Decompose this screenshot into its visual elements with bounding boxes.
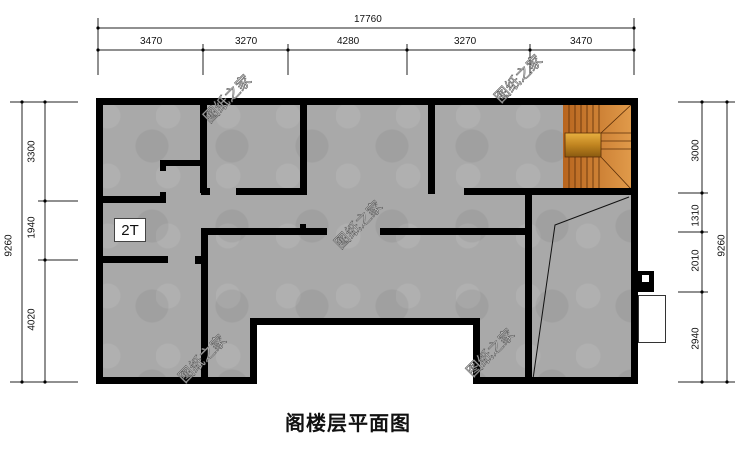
room-label-2t: 2T	[114, 218, 146, 242]
dim-right-seg-1: 3000	[690, 139, 702, 162]
staircase	[563, 105, 631, 189]
wall-h-left-2	[103, 256, 168, 263]
wall-v2-upper	[300, 98, 307, 195]
dim-top-seg-3: 4280	[337, 36, 360, 47]
exterior-box	[638, 295, 666, 343]
dim-left-seg-2: 1940	[26, 216, 38, 239]
wall-v1-upper	[200, 98, 207, 193]
wall-right	[631, 98, 638, 384]
dim-right-seg-2: 1310	[690, 204, 702, 227]
wall-h-mid-right	[380, 228, 532, 235]
wall-v1-lower	[201, 228, 208, 384]
wall-left	[96, 98, 103, 384]
courtyard-cutout	[257, 325, 473, 387]
right-dimension-lines	[678, 100, 735, 384]
dim-right-total: 9260	[716, 234, 728, 257]
dim-top-seg-2: 3270	[235, 36, 258, 47]
drawing-title: 阁楼层平面图	[285, 411, 411, 435]
wall-v3-upper	[428, 98, 435, 194]
wall-stub-end-2	[160, 192, 166, 203]
dim-top-seg-5: 3470	[570, 36, 593, 47]
left-dimension-lines	[10, 100, 78, 384]
wall-v4-right-room	[525, 188, 532, 384]
top-dimension-lines	[96, 18, 636, 75]
wall-mid-bump	[300, 224, 306, 230]
dim-right-seg-3: 2010	[690, 249, 702, 272]
wall-h-stub-1	[160, 160, 207, 166]
wall-notch-top	[250, 318, 480, 325]
wall-h-left-1	[103, 196, 165, 203]
dim-top-total: 17760	[354, 14, 382, 25]
wall-notch-left	[250, 318, 257, 384]
dim-top-seg-4: 3270	[454, 36, 477, 47]
wall-stub-end-1	[160, 160, 166, 171]
dim-left-total: 9260	[3, 234, 15, 257]
wall-notch-right	[473, 318, 480, 384]
wall-top	[96, 98, 638, 105]
dim-right-seg-4: 2940	[690, 327, 702, 350]
wall-end-block-1	[201, 188, 210, 195]
ramp-line	[532, 196, 630, 380]
wall-bottom-left	[96, 377, 257, 384]
wall-h-room4	[464, 188, 631, 195]
dim-left-seg-1: 3300	[26, 140, 38, 163]
wall-door-jamb	[195, 256, 203, 264]
wall-bottom-right	[473, 377, 638, 384]
dim-left-seg-3: 4020	[26, 308, 38, 331]
chimney-flue	[642, 275, 649, 282]
wall-h-room2	[236, 188, 307, 195]
wall-h-mid-left	[201, 228, 327, 235]
dim-top-seg-1: 3470	[140, 36, 163, 47]
